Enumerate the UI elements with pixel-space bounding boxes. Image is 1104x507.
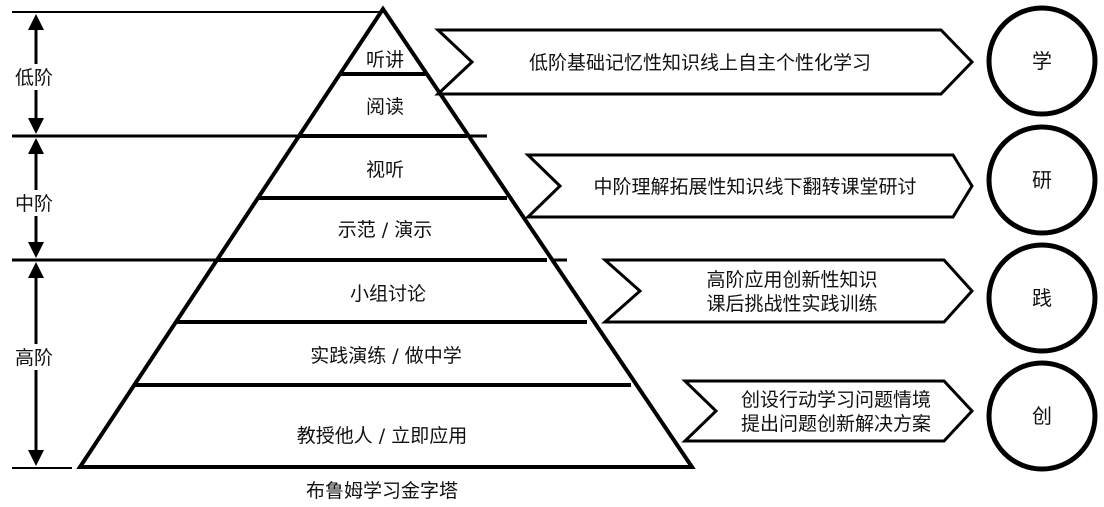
circle-learn <box>986 5 1098 117</box>
pyramid-level-listening: 听讲 <box>366 49 404 71</box>
stage-label-high: 高阶 <box>15 347 53 369</box>
arrow-text-3-line-2: 课后挑战性实践训练 <box>706 293 877 315</box>
pyramid-level-audiovisual: 视听 <box>366 159 404 181</box>
arrow-shape-1 <box>434 28 975 96</box>
circle-practice <box>986 242 1098 354</box>
circle-research <box>986 124 1098 236</box>
arrow-shape-3 <box>601 258 975 324</box>
arrow-shape-4 <box>681 379 975 443</box>
circle-create-text: 创 <box>1032 404 1052 428</box>
circle-practice-text: 践 <box>1032 286 1052 310</box>
stage-label-mid: 中阶 <box>15 193 53 215</box>
pyramid-level-demonstration: 示范 / 演示 <box>338 219 432 241</box>
stage-label-low: 低阶 <box>15 67 53 89</box>
circle-create <box>986 360 1098 472</box>
pyramid-dividers <box>134 72 631 387</box>
arrow-text-2: 中阶理解拓展性知识线下翻转课堂研讨 <box>593 176 916 198</box>
arrow-text-4-line-1: 创设行动学习问题情境 <box>741 389 931 411</box>
pyramid-level-practice: 实践演练 / 做中学 <box>310 345 461 367</box>
pyramid-level-reading: 阅读 <box>366 96 404 118</box>
pyramid-outline <box>76 5 696 469</box>
arrow-text-3-line-1: 高阶应用创新性知识 <box>706 269 877 291</box>
pyramid-level-teach-others: 教授他人 / 立即应用 <box>297 425 467 447</box>
circle-learn-text: 学 <box>1032 49 1052 73</box>
arrow-shape-2 <box>524 153 974 219</box>
circle-research-text: 研 <box>1032 168 1052 192</box>
arrow-text-4-line-2: 提出问题创新解决方案 <box>741 413 931 435</box>
pyramid-caption: 布鲁姆学习金字塔 <box>306 480 458 502</box>
arrow-text-1: 低阶基础记忆性知识线上自主个性化学习 <box>529 52 871 74</box>
pyramid-level-group-discussion: 小组讨论 <box>350 283 426 305</box>
